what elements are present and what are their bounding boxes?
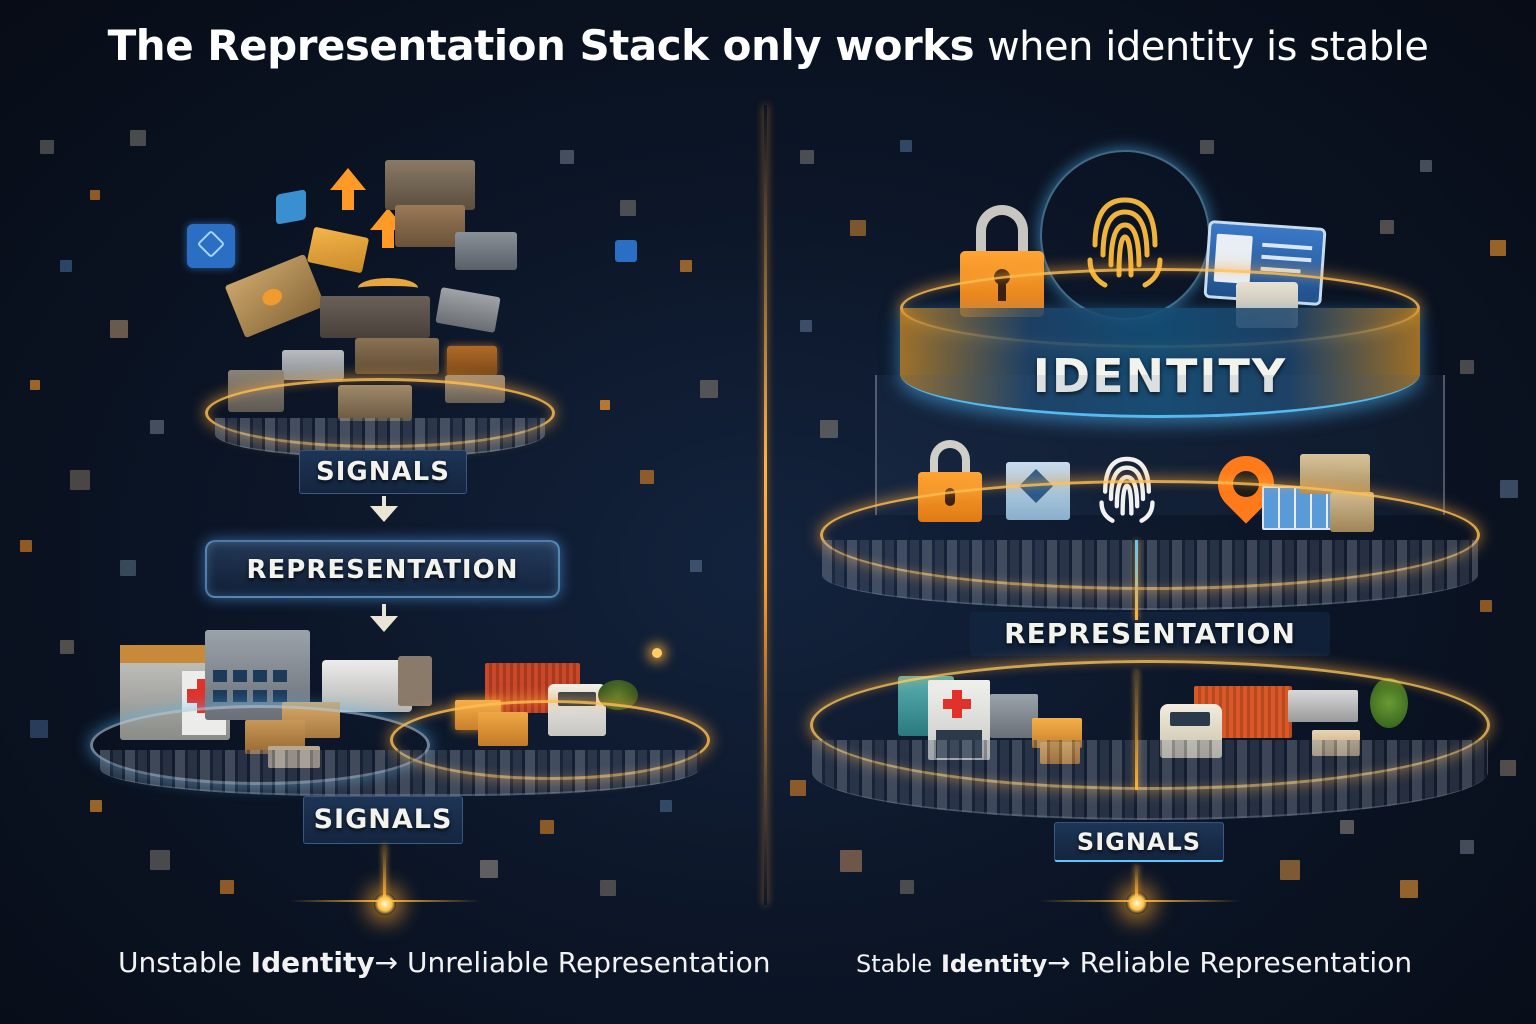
box-icon bbox=[320, 296, 430, 338]
fingerprint-icon bbox=[1075, 185, 1175, 295]
up-arrow-icon bbox=[382, 230, 394, 248]
signal-source-icon bbox=[1126, 892, 1148, 914]
street-lamp-icon bbox=[652, 648, 662, 658]
identity-band bbox=[900, 308, 1420, 418]
right-layer-identity: IDENTITY bbox=[1032, 349, 1288, 403]
caption-bold: Identity bbox=[250, 946, 375, 979]
caption-arrow: → bbox=[1047, 946, 1071, 979]
caption-suffix: Unreliable Representation bbox=[407, 946, 771, 979]
envelope-icon bbox=[224, 253, 326, 339]
arrow-stem bbox=[382, 604, 386, 618]
title-light: when identity is stable bbox=[986, 24, 1429, 70]
signal-source-icon bbox=[374, 893, 396, 915]
box-icon bbox=[385, 160, 475, 210]
van-icon bbox=[398, 656, 432, 706]
arrow-stem bbox=[382, 496, 386, 508]
chat-bubble-icon bbox=[276, 189, 306, 225]
box-icon bbox=[395, 205, 465, 247]
right-caption: Stable Identity→ Reliable Representation bbox=[856, 945, 1412, 982]
page-title: The Representation Stack only works when… bbox=[0, 18, 1536, 75]
signals-wall bbox=[812, 740, 1488, 820]
stable-stack-panel: IDENTITY bbox=[770, 0, 1536, 940]
identity-axis-beam bbox=[1135, 670, 1138, 790]
caption-prefix: Unstable bbox=[118, 946, 242, 979]
down-arrow-icon bbox=[370, 616, 398, 632]
identity-axis-beam bbox=[1135, 540, 1138, 620]
caption-suffix: Reliable Representation bbox=[1079, 946, 1413, 979]
caption-prefix: Stable bbox=[856, 950, 933, 978]
chat-bubble-icon bbox=[455, 232, 517, 270]
message-bubble-icon bbox=[187, 224, 235, 268]
chat-bubble-icon bbox=[615, 240, 637, 262]
center-divider bbox=[764, 105, 767, 905]
box-icon bbox=[447, 346, 497, 376]
box-icon bbox=[355, 338, 439, 374]
down-arrow-icon bbox=[370, 506, 398, 522]
signal-beam bbox=[383, 845, 386, 903]
up-arrow-icon bbox=[342, 190, 354, 210]
right-layer-representation: REPRESENTATION bbox=[970, 612, 1330, 656]
signal-beam bbox=[1135, 865, 1138, 900]
left-layer-representation: REPRESENTATION bbox=[205, 540, 560, 598]
caption-arrow: → bbox=[374, 946, 399, 979]
box-icon bbox=[282, 350, 344, 380]
caption-bold: Identity bbox=[940, 950, 1048, 978]
box-icon bbox=[435, 287, 501, 333]
left-caption: Unstable Identity→ Unreliable Representa… bbox=[118, 945, 770, 981]
curved-arrow-icon bbox=[358, 278, 418, 298]
envelope-icon bbox=[306, 226, 370, 274]
up-arrow-icon bbox=[330, 168, 366, 190]
unstable-stack-panel: SIGNALS REPRESENTATION bbox=[0, 0, 760, 940]
bottom-platform-wall bbox=[100, 750, 700, 796]
title-bold: The Representation Stack only works bbox=[107, 21, 975, 70]
left-layer-signals-top: SIGNALS bbox=[299, 450, 467, 494]
left-layer-signals-bottom: SIGNALS bbox=[303, 796, 463, 844]
right-layer-signals: SIGNALS bbox=[1054, 822, 1224, 862]
representation-wall bbox=[822, 540, 1478, 610]
